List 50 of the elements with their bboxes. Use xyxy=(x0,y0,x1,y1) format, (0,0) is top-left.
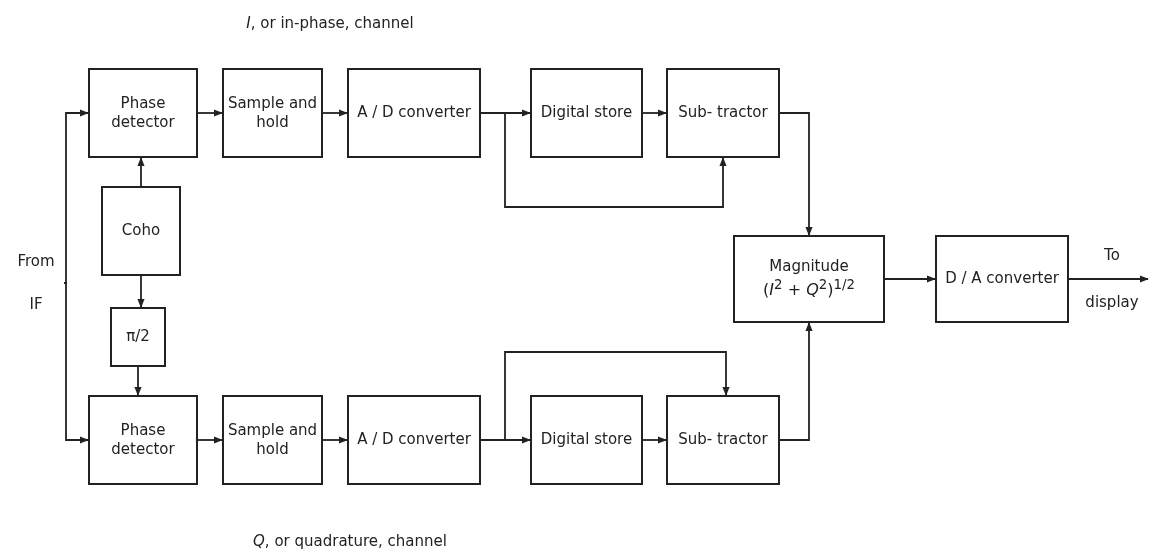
box-label: A / D converter xyxy=(357,103,471,123)
box-label: Digital store xyxy=(540,430,633,450)
box-label: Sub- tractor xyxy=(678,103,768,123)
box-label: Sample and hold xyxy=(226,420,319,460)
arrow xyxy=(134,366,142,396)
arrow xyxy=(779,112,813,236)
process-box xyxy=(530,68,643,158)
arrow xyxy=(779,322,813,441)
arrow xyxy=(322,436,348,444)
process-box xyxy=(733,235,885,323)
box-label: Coho xyxy=(121,221,161,241)
box-label: Phase detector xyxy=(110,420,176,460)
arrow xyxy=(322,109,348,117)
signal-label: display xyxy=(1085,292,1139,312)
channel-label: Q, or quadrature, channel xyxy=(253,532,447,550)
process-box xyxy=(110,307,166,367)
process-box xyxy=(935,235,1069,323)
arrow xyxy=(63,109,89,284)
signal-label: To xyxy=(1104,246,1120,266)
signal-label: From xyxy=(17,252,55,272)
process-box xyxy=(666,68,780,158)
arrow xyxy=(1068,275,1149,283)
box-label: π/2 xyxy=(126,327,150,347)
arrow xyxy=(137,157,145,187)
box-label: A / D converter xyxy=(357,430,471,450)
process-box xyxy=(347,395,481,485)
arrow xyxy=(197,109,223,117)
channel-label: I, or in-phase, channel xyxy=(246,14,414,32)
box-label: Digital store xyxy=(540,103,633,123)
arrow xyxy=(63,282,89,444)
process-box xyxy=(222,395,323,485)
box-label: (I$^{2}$ + Q$^{2}$)$^{1/2}$ xyxy=(763,276,855,302)
arrow xyxy=(197,436,223,444)
signal-label: IF xyxy=(29,294,43,314)
box-label: Sample and hold xyxy=(226,93,319,133)
arrow xyxy=(137,275,145,308)
arrow xyxy=(642,436,667,444)
process-box xyxy=(666,395,780,485)
process-box xyxy=(88,395,198,485)
arrow xyxy=(642,109,667,117)
box-label: D / A converter xyxy=(945,269,1059,289)
process-box xyxy=(88,68,198,158)
box-label: Sub- tractor xyxy=(678,430,768,450)
box-label: Magnitude xyxy=(769,256,849,277)
process-box xyxy=(101,186,181,276)
process-box xyxy=(222,68,323,158)
process-box xyxy=(530,395,643,485)
box-label: Phase detector xyxy=(110,93,176,133)
process-box xyxy=(347,68,481,158)
arrow xyxy=(884,275,936,283)
